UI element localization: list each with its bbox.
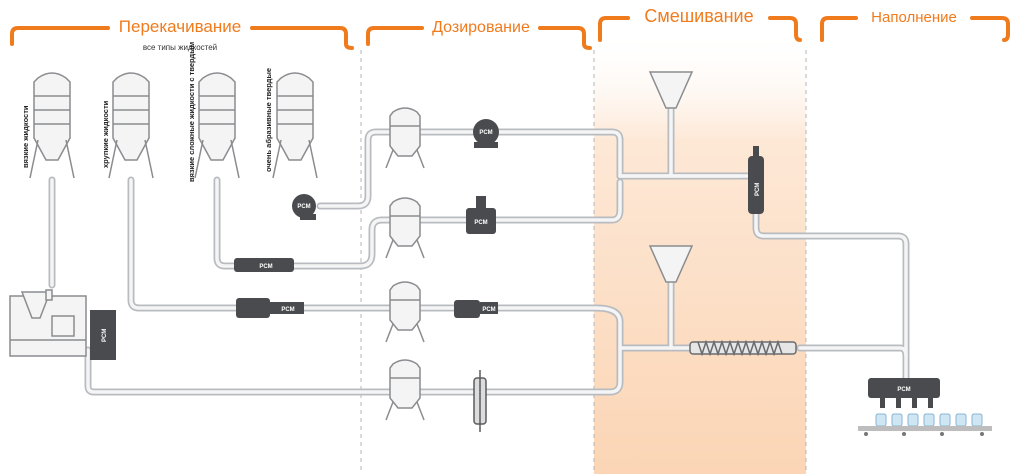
hopper-icon <box>648 245 694 283</box>
hopper-icon <box>648 71 694 109</box>
pump-icon: PCM <box>292 194 316 220</box>
stage-brackets <box>10 16 1010 50</box>
stage-label-filling: Наполнение <box>871 9 957 26</box>
brand-mark: PCM <box>755 183 761 196</box>
premix-station <box>9 289 87 357</box>
stage-label-pumping: Перекачивание <box>119 17 241 36</box>
tank-label-3: вязкие сложные жидкости с твердым <box>187 41 196 182</box>
bottle-icon <box>923 413 935 427</box>
stage-label-dosing: Дозирование <box>432 19 530 36</box>
brand-mark: PCM <box>297 204 310 210</box>
brand-mark: PCM <box>102 329 108 342</box>
brand-mark: PCM <box>897 387 910 393</box>
filling-nozzle-icon <box>912 398 917 408</box>
conveyor-rollers <box>864 432 984 436</box>
tank-label-4: очень абразивные твердые <box>264 68 273 172</box>
brand-mark: PCM <box>281 307 294 313</box>
bottle-icon <box>955 413 967 427</box>
storage-tank-3 <box>194 72 240 179</box>
brand-mark: PCM <box>474 220 487 226</box>
brand-mark: PCM <box>482 307 495 313</box>
brand-mark: PCM <box>259 264 272 270</box>
tank-label-1: вязкие жидкости <box>21 105 30 168</box>
vertical-mixer: PCM <box>748 146 764 214</box>
bottle-icon <box>875 413 887 427</box>
pump-icon: PCM <box>236 298 304 318</box>
bottle-icon <box>971 413 983 427</box>
bottle-icon <box>907 413 919 427</box>
dosing-tank-2 <box>385 197 425 259</box>
pump-icon: PCM <box>234 258 294 272</box>
inline-static-mixer <box>689 339 797 357</box>
dosing-tank-4 <box>385 359 425 421</box>
pump-icon: PCM <box>466 196 496 234</box>
pump-icon: PCM <box>454 300 498 318</box>
filling-nozzle-icon <box>928 398 933 408</box>
brand-mark: PCM <box>479 130 492 136</box>
filling-machine: PCM <box>868 378 940 408</box>
stage-separators <box>360 50 807 474</box>
storage-tank-1 <box>29 72 75 179</box>
dosing-tank-1 <box>385 107 425 169</box>
conveyor-belt <box>858 426 992 431</box>
storage-tank-4 <box>272 72 318 179</box>
filling-nozzle-icon <box>896 398 901 408</box>
storage-tank-2 <box>108 72 154 179</box>
bottle-row <box>875 413 983 427</box>
stage-label-mixing: Смешивание <box>644 6 753 26</box>
bottle-icon <box>891 413 903 427</box>
pipes-inner <box>50 106 908 394</box>
mixing-zone-background <box>594 30 806 474</box>
control-cabinet <box>90 310 116 360</box>
flow-meter <box>473 370 487 432</box>
bottle-icon <box>939 413 951 427</box>
pump-icon: PCM <box>473 119 499 148</box>
tank-label-2: хрупкие жидкости <box>101 100 110 168</box>
filling-nozzle-icon <box>880 398 885 408</box>
stage-sublabel-pumping: все типы жидкостей <box>143 43 217 52</box>
dosing-tank-3 <box>385 281 425 343</box>
